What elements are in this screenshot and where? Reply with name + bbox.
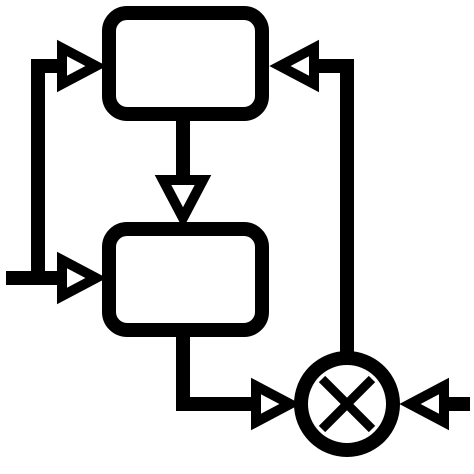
arrow-down-into-lower-block: [154, 175, 212, 229]
upper-block: [102, 6, 269, 121]
arrow-left-into-upper-block: [269, 39, 319, 93]
branch-line-to-upper-block: [31, 59, 64, 278]
arrowheads: [57, 39, 449, 431]
arrow-right-into-upper-block: [57, 39, 107, 93]
arrow-left-into-junction: [399, 377, 449, 431]
connection-lines: [6, 59, 470, 411]
feedback-line: [316, 59, 354, 357]
multiply-icon: [318, 375, 376, 433]
line-lower-block-to-junction: [176, 330, 258, 411]
arrow-right-into-junction: [251, 377, 301, 431]
arrow-right-into-lower-block: [57, 251, 107, 305]
summing-junction: [294, 351, 400, 457]
lower-block: [102, 222, 269, 337]
blocks: [102, 6, 269, 337]
